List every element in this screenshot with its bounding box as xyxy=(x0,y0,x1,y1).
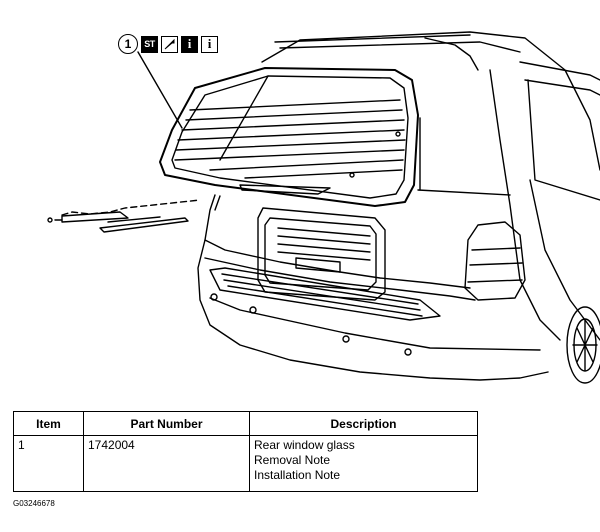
removal-note-link[interactable]: Removal Note xyxy=(254,453,331,467)
parts-table: Item Part Number Description 1 1742004 R… xyxy=(13,411,478,492)
part-callout: 1 ST i i xyxy=(118,33,218,55)
figure-code: G03246678 xyxy=(13,499,55,508)
header-part-number: Part Number xyxy=(83,411,250,436)
cell-item: 1 xyxy=(13,435,84,492)
table-row: 1 1742004 Rear window glass Removal Note… xyxy=(13,435,478,492)
liftgate-panel xyxy=(257,207,386,301)
wiper-arm xyxy=(47,199,201,233)
rear-wheel xyxy=(566,306,600,384)
item-number-badge: 1 xyxy=(118,34,138,54)
rear-bumper xyxy=(209,267,541,356)
installation-note-link[interactable]: Installation Note xyxy=(254,468,341,482)
special-tool-icon: ST xyxy=(141,35,158,53)
header-item: Item xyxy=(13,411,84,436)
table-header-row: Item Part Number Description xyxy=(13,411,478,436)
tool-icon xyxy=(161,35,178,53)
info-icon-filled: i xyxy=(181,35,198,53)
rear-window-glass-diagram xyxy=(47,31,600,384)
description-line: Rear window glass xyxy=(254,438,355,452)
tail-lamp xyxy=(464,221,526,301)
header-description: Description xyxy=(249,411,478,436)
cell-part-number: 1742004 xyxy=(83,435,250,492)
info-icon-outline: i xyxy=(201,35,218,53)
rear-window-glass xyxy=(159,67,419,207)
cell-description: Rear window glass Removal Note Installat… xyxy=(249,435,478,492)
callout-leader-line xyxy=(137,51,183,129)
